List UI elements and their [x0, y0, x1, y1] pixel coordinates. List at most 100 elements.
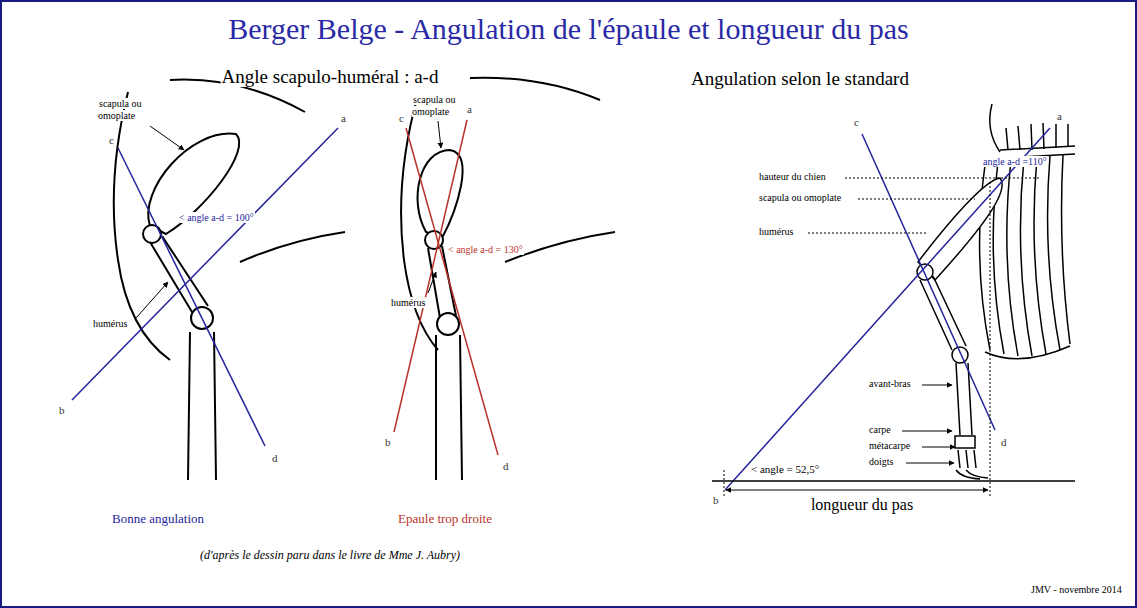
label-box: angle a-d =110°: [982, 156, 1048, 168]
axis-line: [72, 128, 338, 400]
label-box: Angle scapulo-huméral : a-d: [221, 66, 440, 88]
label-box: hauteur du chien: [758, 171, 827, 183]
part-name: humérus: [758, 226, 794, 237]
axis-line: [725, 128, 1050, 490]
part-name: métacarpe: [868, 440, 911, 451]
label-box: scapula ou omoplate: [758, 192, 842, 204]
dog-outline: [188, 332, 216, 480]
leader-line: [922, 385, 952, 386]
dog-outline: [240, 232, 345, 262]
part-name: scapula ou omoplate: [412, 94, 456, 117]
leader-line: [136, 282, 168, 318]
part-name: humérus: [390, 297, 426, 308]
axis-letter: b: [712, 494, 720, 506]
skeleton: [952, 347, 968, 363]
page-title: Berger Belge - Angulation de l'épaule et…: [228, 12, 909, 45]
leader-line: [150, 126, 184, 150]
axis-line: [118, 148, 265, 446]
label-box: < angle = 52,5°: [750, 463, 820, 476]
humerus-bone: [150, 236, 213, 329]
heading-box: Berger Belge - Angulation de l'épaule et…: [0, 12, 1137, 46]
ground-line: [712, 480, 1075, 482]
axis-letter: b: [58, 404, 66, 416]
skeleton: [1048, 156, 1060, 350]
humerus-bone: [437, 313, 459, 335]
leader-line: [428, 272, 436, 293]
axis-letter: a: [340, 112, 347, 124]
label-box: d: [271, 452, 279, 465]
credit: JMV - novembre 2014: [1030, 584, 1123, 595]
label-box: Angulation selon le standard: [690, 68, 910, 90]
skeleton: [958, 450, 976, 468]
label-box: d: [1000, 436, 1008, 449]
leader-line: [438, 121, 441, 148]
angle-value: < angle a-d = 100°: [178, 212, 255, 223]
axis-letter: b: [384, 436, 392, 448]
leader-line: [990, 182, 991, 498]
label-box: c: [853, 116, 860, 129]
subtitle: Angle scapulo-huméral : a-d: [221, 66, 440, 87]
label-box: scapula ou omoplate: [412, 94, 474, 117]
leader-line: [724, 178, 1040, 498]
label-box: c: [398, 112, 405, 125]
part-name: scapula ou omoplate: [758, 192, 842, 203]
skeleton: [917, 104, 1075, 479]
figure-label: Bonne angulation: [111, 511, 205, 526]
label-box: Epaule trop droite: [397, 512, 493, 527]
skeleton: [1020, 158, 1032, 356]
axis-letter: c: [853, 116, 860, 128]
skeleton: [990, 104, 1000, 152]
axis-letter: d: [502, 460, 510, 472]
dimension: longueur du pas: [810, 496, 914, 513]
label-box: a: [466, 103, 473, 116]
humerus-bone: [150, 236, 208, 312]
axis-letter: d: [271, 452, 279, 464]
skeleton: [955, 436, 975, 448]
leader-line: [902, 431, 952, 432]
label-box: a: [1056, 110, 1063, 123]
axis-letter: c: [108, 134, 115, 146]
figure-caption: (d'après le dessin paru dans le livre de…: [200, 548, 460, 562]
part-name: scapula ou omoplate: [98, 98, 142, 121]
angle-value: < angle = 52,5°: [750, 463, 820, 475]
label-box: avant-bras: [868, 378, 912, 390]
skeleton: [985, 346, 1070, 359]
label-box: < angle a-d = 130°: [447, 244, 524, 256]
label-box: scapula ou omoplate: [98, 98, 168, 121]
part-name: doigts: [868, 456, 894, 467]
angle-value: < angle a-d = 130°: [447, 244, 524, 255]
label-box: Bonne angulation: [111, 512, 205, 527]
label-box: humérus: [92, 318, 128, 330]
axis-line: [72, 128, 338, 446]
axis-line: [394, 120, 498, 455]
dog-outline: [436, 335, 462, 480]
leader-line: [808, 233, 928, 234]
axis-letter: a: [1056, 110, 1063, 122]
skeleton: [956, 470, 988, 479]
leader-line: [845, 178, 1040, 179]
dimension-arrow: [726, 490, 988, 491]
label-box: doigts: [868, 456, 894, 468]
part-name: carpe: [868, 424, 892, 435]
leader-line: [724, 470, 725, 498]
label-box: humérus: [390, 297, 426, 309]
axis-letter: d: [1000, 436, 1008, 448]
skeleton: [1034, 157, 1046, 354]
leader-line: [922, 447, 955, 448]
part-name: hauteur du chien: [758, 171, 827, 182]
heading-box: (d'après le dessin paru dans le livre de…: [60, 548, 600, 563]
label-box: JMV - novembre 2014: [1030, 584, 1123, 596]
part-name: avant-bras: [868, 378, 912, 389]
label-box: b: [58, 404, 66, 417]
axis-line: [394, 120, 467, 432]
skeleton: [1062, 155, 1070, 344]
label-box: a: [340, 112, 347, 125]
label-box: c: [108, 134, 115, 147]
axis-line: [725, 128, 1050, 490]
label-box: humérus: [758, 226, 794, 238]
part-name: humérus: [92, 318, 128, 329]
subtitle: Angulation selon le standard: [690, 68, 910, 89]
label-box: métacarpe: [868, 440, 911, 452]
label-box: d: [502, 460, 510, 473]
